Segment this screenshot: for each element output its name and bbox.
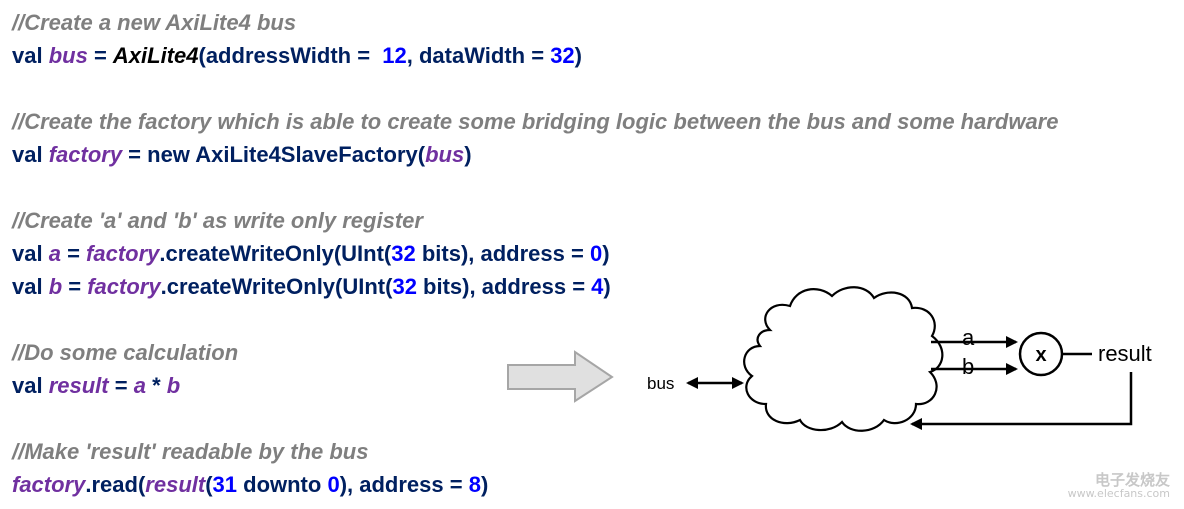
code-token-var: result bbox=[48, 373, 109, 398]
code-token-kw: val bbox=[12, 241, 49, 266]
code-token-plain: ) bbox=[480, 472, 489, 497]
code-line: val bus = AxiLite4(addressWidth = 12, da… bbox=[12, 39, 1058, 72]
code-token-num: 32 bbox=[392, 274, 417, 299]
code-token-comment: //Create a new AxiLite4 bus bbox=[12, 10, 297, 35]
code-token-kw: val bbox=[12, 43, 49, 68]
code-token-comment: //Create the factory which is able to cr… bbox=[12, 109, 1059, 134]
result-label: result bbox=[1098, 341, 1152, 366]
code-token-plain: ) bbox=[603, 274, 611, 299]
code-token-plain: ) bbox=[574, 43, 582, 68]
code-line: //Create a new AxiLite4 bus bbox=[12, 6, 1058, 39]
code-token-comment: //Make 'result' readable by the bus bbox=[12, 439, 369, 464]
code-token-num: 31 bbox=[212, 472, 238, 497]
code-line: val result = a * b bbox=[12, 369, 1058, 402]
code-line: //Create 'a' and 'b' as write only regis… bbox=[12, 204, 1058, 237]
code-token-var: b bbox=[166, 373, 181, 398]
code-token-num: 8 bbox=[468, 472, 481, 497]
code-token-var: factory bbox=[87, 274, 161, 299]
code-token-plain: ) bbox=[464, 142, 472, 167]
multiplier-symbol: x bbox=[1035, 344, 1046, 366]
code-line: //Do some calculation bbox=[12, 336, 1058, 369]
code-token-num: 12 bbox=[382, 43, 407, 68]
code-token-comment: //Do some calculation bbox=[12, 340, 239, 365]
code-token-plain: = new AxiLite4SlaveFactory( bbox=[122, 142, 426, 167]
code-line: //Create the factory which is able to cr… bbox=[12, 105, 1058, 138]
code-token-plain: ) bbox=[602, 241, 610, 266]
code-token-var: factory bbox=[12, 472, 86, 497]
code-token-var: a bbox=[48, 241, 61, 266]
code-token-plain: (addressWidth = bbox=[198, 43, 383, 68]
code-token-num: 32 bbox=[550, 43, 575, 68]
code-token-plain: = bbox=[87, 43, 113, 68]
code-token-var: result bbox=[145, 472, 206, 497]
code-token-plain: .read( bbox=[85, 472, 146, 497]
code-line: factory.read(result(31 downto 0), addres… bbox=[12, 468, 1058, 501]
watermark-url: www.elecfans.com bbox=[1067, 487, 1170, 500]
code-token-plain: bits), address = bbox=[415, 241, 590, 266]
flow-arrow-icon bbox=[507, 350, 614, 403]
feedback-wire bbox=[910, 372, 1133, 430]
code-token-kw: val bbox=[12, 274, 49, 299]
code-token-var: bus bbox=[48, 43, 88, 68]
code-token-plain: , dataWidth = bbox=[406, 43, 551, 68]
code-token-plain: = bbox=[62, 274, 88, 299]
code-token-plain: = bbox=[108, 373, 134, 398]
watermark-cn: 电子发烧友 bbox=[1094, 471, 1170, 489]
code-line: val b = factory.createWriteOnly(UInt(32 … bbox=[12, 270, 1058, 303]
code-token-plain: ( bbox=[205, 472, 213, 497]
code-token-plain: .createWriteOnly(UInt( bbox=[159, 241, 392, 266]
code-line: val a = factory.createWriteOnly(UInt(32 … bbox=[12, 237, 1058, 270]
code-token-plain: ), address = bbox=[339, 472, 469, 497]
code-listing: //Create a new AxiLite4 bus val bus = Axi… bbox=[12, 6, 1058, 501]
code-token-kw: val bbox=[12, 373, 49, 398]
b-label: b bbox=[962, 354, 974, 379]
code-token-var: b bbox=[48, 274, 63, 299]
code-line: //Make 'result' readable by the bus bbox=[12, 435, 1058, 468]
code-token-num: 0 bbox=[589, 241, 603, 266]
code-token-comment: //Create 'a' and 'b' as write only regis… bbox=[12, 208, 423, 233]
code-token-plain: bits), address = bbox=[416, 274, 592, 299]
code-token-var: bus bbox=[425, 142, 465, 167]
code-token-plain: * bbox=[145, 373, 167, 398]
code-token-plain: .createWriteOnly(UInt( bbox=[160, 274, 393, 299]
cloud-icon bbox=[743, 286, 944, 432]
code-token-num: 32 bbox=[391, 241, 416, 266]
code-token-cls: AxiLite4 bbox=[112, 43, 199, 68]
bus-label: bus bbox=[647, 374, 674, 393]
code-token-var: a bbox=[133, 373, 146, 398]
code-token-plain: downto bbox=[237, 472, 328, 497]
code-token-var: factory bbox=[86, 241, 160, 266]
code-token-num: 4 bbox=[591, 274, 604, 299]
code-token-plain: = bbox=[60, 241, 87, 266]
code-line: val factory = new AxiLite4SlaveFactory(b… bbox=[12, 138, 1058, 171]
watermark: 电子发烧友 www.elecfans.com bbox=[1068, 473, 1170, 501]
code-token-kw: val bbox=[12, 142, 49, 167]
code-token-num: 0 bbox=[327, 472, 340, 497]
a-label: a bbox=[962, 325, 975, 350]
code-token-var: factory bbox=[48, 142, 123, 167]
